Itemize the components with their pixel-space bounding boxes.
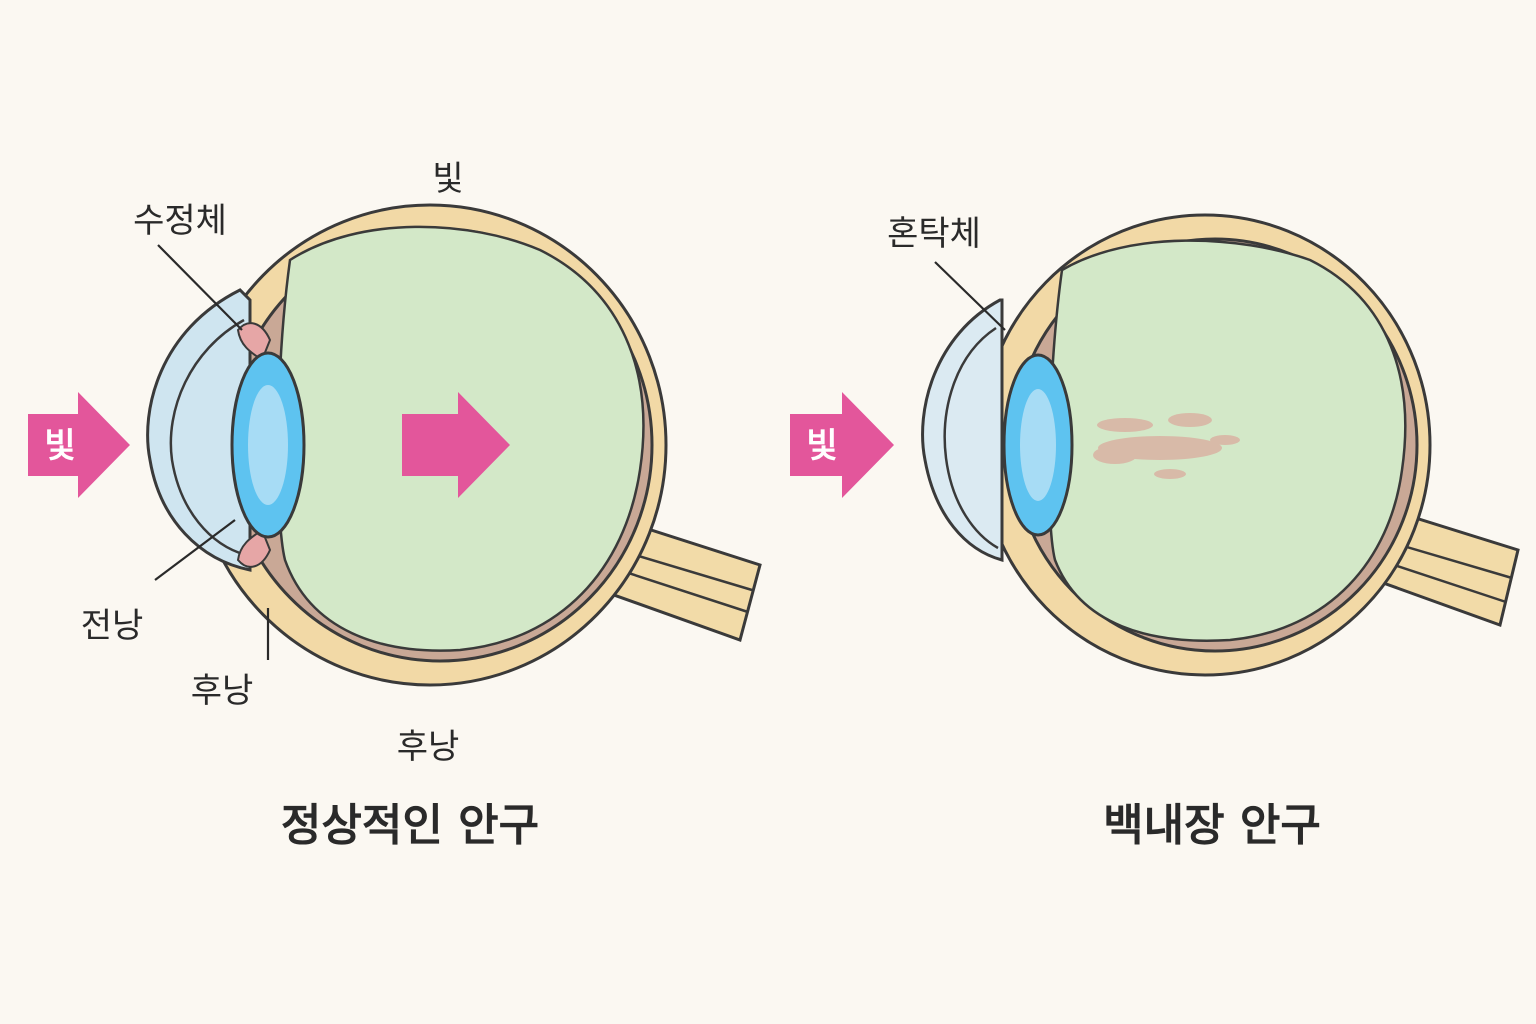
lens-core: [1020, 389, 1056, 501]
internal-light-arrow-icon: [402, 392, 510, 498]
arrow-label-light: 빛: [44, 426, 75, 466]
arrow-label-light: 빛: [806, 426, 837, 466]
caption-cataract-eye: 백내장 안구: [1103, 800, 1321, 851]
iris-top: [236, 322, 272, 362]
cornea: [921, 298, 1004, 562]
caption-normal-eye: 정상적인 안구: [281, 800, 539, 851]
label-posterior-capsule-bottom: 후낭: [397, 727, 460, 767]
label-posterior-capsule: 후낭: [191, 671, 254, 711]
iris-bottom: [236, 528, 272, 568]
lens-opacity-spots: [1093, 413, 1240, 479]
cornea: [146, 288, 252, 572]
cataract-eye: 빛 혼탁체 백내장 안구: [790, 213, 1520, 851]
light-arrow-icon: [28, 392, 130, 498]
label-aqueous: 수정체: [133, 201, 227, 241]
lens-core: [248, 385, 288, 505]
normal-eye: 빛 빛 수정체 전낭 후낭 후낭 정상적인 안구: [28, 159, 762, 851]
light-arrow-icon: [790, 392, 894, 498]
label-top-light: 빛: [432, 159, 463, 199]
label-opacity: 혼탁체: [887, 214, 981, 254]
label-anterior-capsule: 전낭: [81, 606, 144, 646]
